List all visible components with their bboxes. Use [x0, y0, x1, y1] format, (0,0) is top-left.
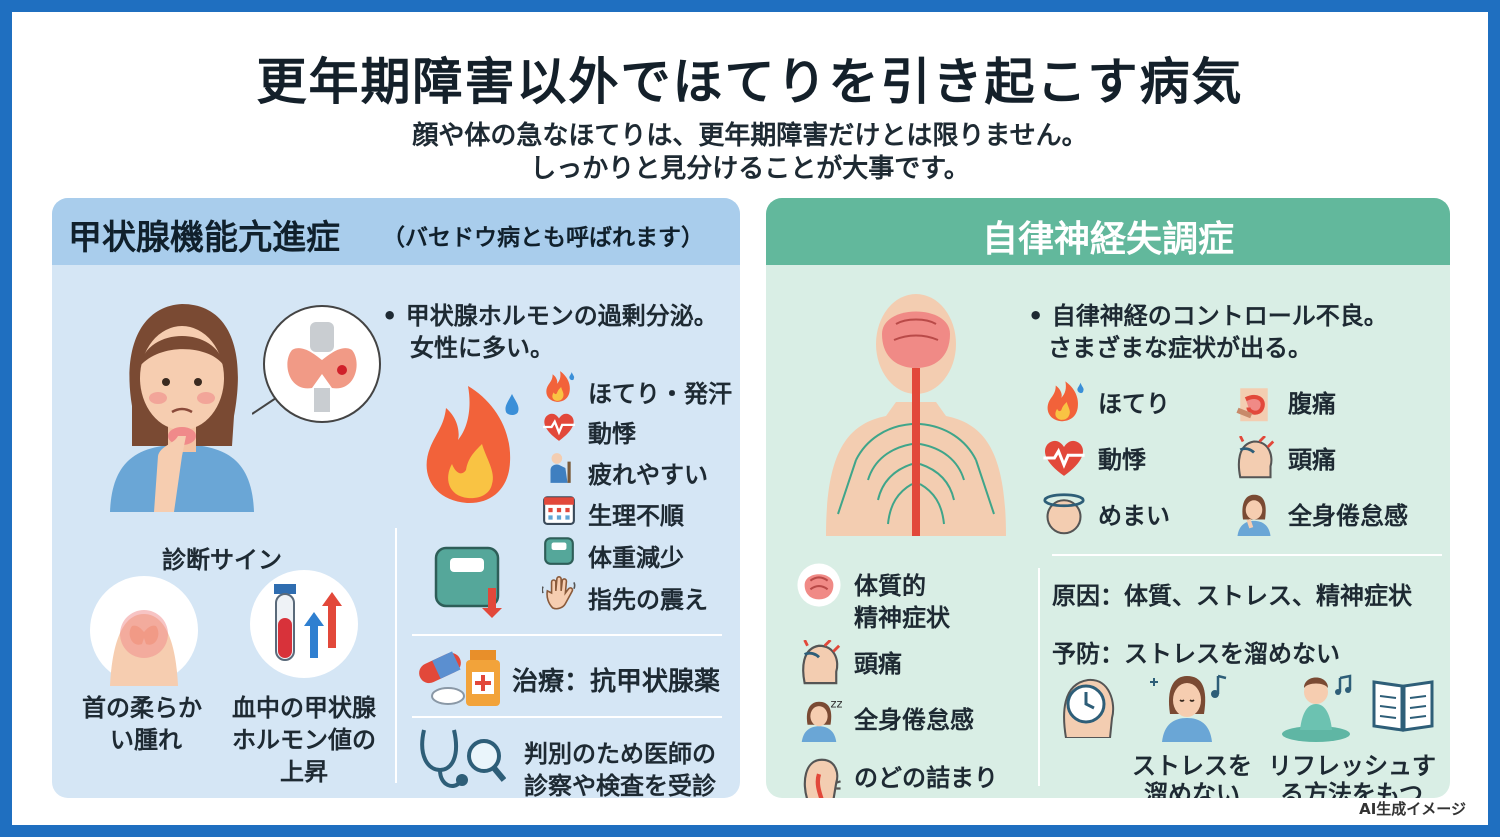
nervous-system-illustration	[826, 294, 1006, 536]
blood-test-icon	[250, 570, 358, 678]
diag-sign-2-line-3: 上昇	[280, 758, 328, 786]
hyperthyroidism-panel: 甲状腺機能亢進症 （バセドウ病とも呼ばれます） • 甲	[52, 198, 740, 798]
ai-credit: AI生成イメージ	[1359, 800, 1466, 818]
brain-icon	[796, 562, 842, 608]
left-panel-heading-note: （バセドウ病とも呼ばれます）	[382, 225, 704, 251]
stethoscope-icon	[420, 729, 506, 788]
right-symptom-col1-1-label: ほてり	[1098, 390, 1170, 418]
fatigue-icon	[1232, 492, 1276, 536]
infographic-canvas: 更年期障害以外でほてりを引き起こす病気 顔や体の急なほてりは、更年期障害だけとは…	[12, 12, 1488, 825]
prevention-item-2-line-2: る方法をもつ	[1280, 780, 1424, 798]
diag-sign-2-line-1: 血中の甲状腺	[232, 694, 376, 722]
prevention-item-1-line-2: 溜めない	[1144, 780, 1240, 798]
right-symptom-col2-1-label: 腹痛	[1288, 390, 1336, 418]
neck-swelling-icon	[90, 576, 198, 686]
meditation-icon	[1282, 674, 1352, 742]
diag-sign-2-line-2: ホルモン値の	[232, 726, 376, 754]
prevention-item-2-line-1: リフレッシュす	[1268, 752, 1436, 780]
advice-line-2: 診察や検査を受診	[524, 772, 716, 798]
divider	[412, 716, 722, 718]
right-description-line-2: さまざまな症状が出る。	[1048, 334, 1312, 362]
left-symptom-3-label: 疲れやすい	[588, 461, 708, 489]
right-panel-header: 自律神経失調症	[766, 198, 1450, 265]
right-list-item-4-label: のどの詰まり	[854, 764, 998, 792]
clock-head-icon	[1063, 678, 1115, 738]
prevention-item-1-line-1: ストレスを	[1132, 752, 1252, 780]
scale-icon	[542, 534, 576, 568]
heart-icon	[542, 410, 576, 444]
prevention-text: 予防：ストレスを溜めない	[1052, 640, 1340, 668]
diag-sign-1-line-1: 首の柔らか	[82, 694, 202, 722]
right-symptom-col1-3-label: めまい	[1098, 502, 1170, 530]
left-symptom-1-label: ほてり・発汗	[588, 380, 732, 408]
divider	[395, 528, 397, 783]
thyroid-zoom-icon	[252, 305, 381, 423]
throat-icon	[796, 754, 842, 798]
dizzy-icon	[1042, 492, 1086, 536]
book-icon	[1372, 680, 1434, 732]
diag-sign-1-line-2: い腫れ	[110, 726, 182, 754]
divider	[1052, 554, 1442, 556]
relaxing-woman-icon	[1150, 674, 1227, 742]
right-list-item-1-line-2: 精神症状	[854, 604, 950, 632]
flame-icon	[1042, 380, 1086, 424]
divider	[1038, 568, 1040, 786]
headache-icon	[796, 638, 842, 686]
tired-icon	[542, 451, 576, 485]
svg-text:zz: zz	[831, 697, 843, 711]
scale-icon	[434, 546, 502, 618]
right-description-line-1: • 自律神経のコントロール不良。	[1028, 302, 1388, 330]
left-symptom-2-label: 動悸	[588, 420, 636, 448]
advice-line-1: 判別のため医師の	[524, 740, 716, 768]
right-list-item-2-label: 頭痛	[854, 650, 902, 678]
heart-icon	[1042, 436, 1086, 480]
right-list-item-1-label: 体質的	[854, 572, 926, 600]
right-symptom-col1-2-label: 動悸	[1098, 446, 1146, 474]
subtitle-line-2: しっかりと見分けることが大事です。	[530, 154, 970, 184]
calendar-icon	[542, 492, 576, 526]
left-symptom-6-label: 指先の震え	[588, 586, 708, 614]
woman-illustration	[110, 304, 254, 512]
medicine-icon	[419, 650, 500, 706]
diagnosis-title: 診断サイン	[162, 546, 282, 574]
left-description-line-1: • 甲状腺ホルモンの過剰分泌。	[382, 302, 718, 330]
flame-icon	[542, 370, 576, 404]
stomach-icon	[1232, 380, 1276, 424]
left-symptom-5-label: 体重減少	[588, 544, 684, 572]
right-panel-title: 自律神経失調症	[981, 219, 1234, 260]
treatment-text: 治療：抗甲状腺薬	[512, 667, 721, 697]
right-symptom-col2-2-label: 頭痛	[1288, 446, 1336, 474]
left-description-line-2: 女性に多い。	[410, 334, 554, 362]
left-panel-title: 甲状腺機能亢進症	[68, 218, 340, 258]
right-symptom-col2-3-label: 全身倦怠感	[1288, 502, 1408, 530]
autonomic-panel: 自律神経失調症 • 自律神経のコントロール不良。 さまざまな症状が出る。 原因：…	[766, 198, 1450, 798]
hand-icon	[541, 576, 576, 610]
subtitle-line-1: 顔や体の急なほてりは、更年期障害だけとは限りません。	[412, 121, 1088, 151]
page-title: 更年期障害以外でほてりを引き起こす病気	[256, 53, 1244, 111]
divider	[412, 634, 722, 636]
headache-icon	[1232, 435, 1276, 480]
left-symptom-4-label: 生理不順	[588, 502, 684, 530]
flame-icon	[426, 386, 519, 504]
left-panel-header: 甲状腺機能亢進症 （バセドウ病とも呼ばれます）	[52, 198, 740, 265]
cause-text: 原因：体質、ストレス、精神症状	[1052, 582, 1412, 610]
sleepy-icon: zz	[796, 696, 843, 742]
right-list-item-3-label: 全身倦怠感	[854, 706, 974, 734]
